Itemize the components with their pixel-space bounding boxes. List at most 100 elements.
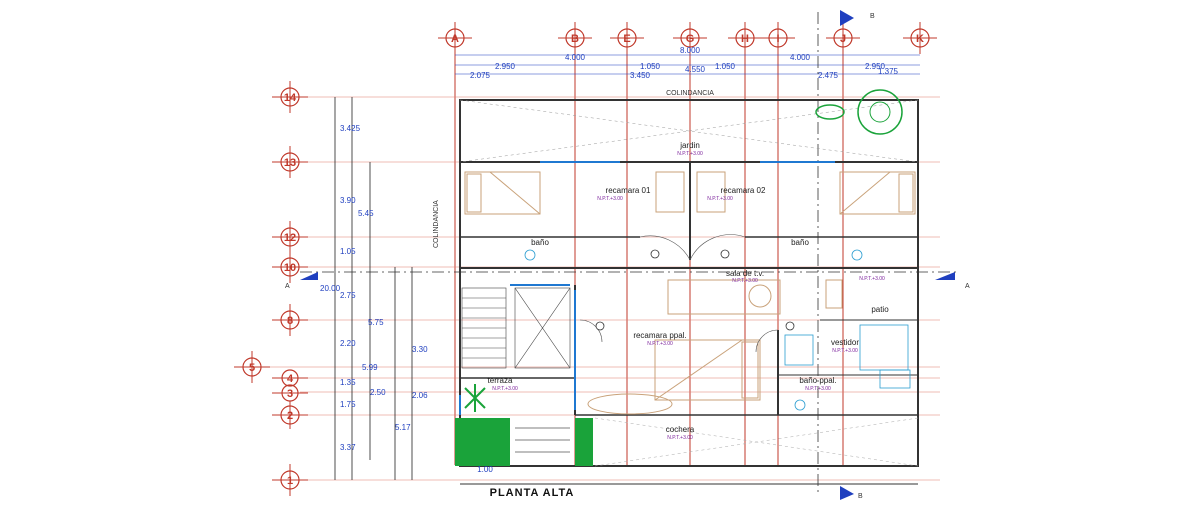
svg-text:5: 5 — [249, 362, 255, 374]
dim-left-outer-5: 2.20 — [340, 339, 356, 348]
area-tag-rec-ppal: N.P.T.+3.00 — [647, 341, 673, 347]
svg-text:K: K — [916, 33, 924, 45]
column-axis-bubbles: A B E G H I J K — [438, 22, 937, 54]
area-tag-jardin: N.P.T.+3.00 — [677, 151, 703, 157]
dim-top-2a: 2.950 — [495, 62, 516, 71]
axis-bubble-10: 10 — [272, 251, 308, 283]
svg-text:13: 13 — [284, 157, 296, 169]
axis-bubble-I: I — [761, 22, 795, 54]
section-a-left-label: A — [285, 283, 290, 290]
svg-text:2: 2 — [287, 410, 293, 422]
svg-text:8: 8 — [287, 315, 293, 327]
dim-left-mid-5: 2.50 — [370, 388, 386, 397]
dim-left-outer-4: 2.75 — [340, 291, 356, 300]
section-mark-b: B B — [817, 10, 875, 500]
dim-left-mid-4: 5.17 — [395, 423, 411, 432]
garden-area-hatch — [459, 99, 919, 163]
dim-top-2d: 2.950 — [865, 62, 886, 71]
axis-bubble-1: 1 — [272, 464, 308, 496]
dim-left-total: 20.00 — [320, 284, 341, 293]
area-tag-cochera: N.P.T.+3.00 — [667, 435, 693, 441]
room-label-bano-left: baño — [531, 238, 549, 247]
room-label-recamara-02: recamara 02 — [721, 186, 766, 195]
svg-text:E: E — [623, 33, 630, 45]
dim-bottom: 1.00 — [477, 465, 493, 474]
room-label-vestidor: vestidor — [831, 338, 859, 347]
dim-left-inner-2: 2.06 — [412, 391, 428, 400]
svg-text:H: H — [741, 33, 749, 45]
tree-symbol — [815, 89, 903, 135]
dim-top-3a: 2.075 — [470, 71, 491, 80]
dim-left-mid-3: 5.99 — [362, 363, 378, 372]
room-label-sala-tv: sala de t.v. — [726, 269, 764, 278]
dim-top-2b: 1.050 — [640, 62, 661, 71]
dim-left-outer-6: 1.35 — [340, 378, 356, 387]
left-dimensions — [334, 97, 413, 480]
section-mark-a: A A — [285, 271, 970, 290]
dim-top-3b: 3.450 — [630, 71, 651, 80]
area-tag-patio: N.P.T.+3.00 — [859, 276, 885, 282]
area-tag-terraza: N.P.T.+3.00 — [492, 386, 518, 392]
area-tag-sala: N.P.T.+3.00 — [732, 278, 758, 284]
axis-bubble-12: 12 — [272, 221, 308, 253]
dim-left-outer-1: 3.425 — [340, 124, 361, 133]
room-label-jardin: jardin — [679, 141, 700, 150]
windows — [459, 161, 835, 415]
level-markers — [595, 249, 795, 331]
svg-text:G: G — [686, 33, 695, 45]
room-label-recamara-ppal: recamara ppal. — [633, 331, 686, 340]
axis-bubble-B: B — [558, 22, 592, 54]
dim-top-3d: 2.475 — [818, 71, 839, 80]
column-gridlines — [454, 48, 844, 465]
section-b-bottom-label: B — [858, 493, 863, 500]
dim-top-3e: 1.375 — [878, 67, 899, 76]
area-tag-rec01: N.P.T.+3.00 — [597, 196, 623, 202]
axis-bubble-3: 3 — [272, 384, 308, 402]
axis-bubble-4: 4 — [272, 369, 308, 387]
section-b-top-label: B — [870, 13, 875, 20]
dim-top-2c: 1.050 — [715, 62, 736, 71]
dim-left-inner-1: 3.30 — [412, 345, 428, 354]
row-gridlines — [270, 96, 940, 481]
svg-text:J: J — [840, 33, 846, 45]
svg-text:B: B — [571, 33, 579, 45]
stairs — [461, 287, 571, 369]
dim-left-outer-8: 3.37 — [340, 443, 356, 452]
section-a-right-label: A — [965, 283, 970, 290]
plant-icon — [464, 384, 486, 412]
row-axis-bubbles: 14 13 12 10 8 5 4 3 2 1 — [234, 81, 308, 496]
axis-bubble-2: 2 — [272, 401, 308, 429]
area-tag-vestidor: N.P.T.+3.00 — [832, 348, 858, 354]
svg-text:14: 14 — [284, 92, 297, 104]
axis-bubble-G: G — [673, 22, 707, 54]
plan-title: PLANTA ALTA — [490, 487, 575, 499]
svg-text:12: 12 — [284, 232, 296, 244]
axis-bubble-H: H — [728, 22, 762, 54]
svg-text:3: 3 — [287, 388, 293, 400]
garden-planters — [455, 384, 593, 466]
door-swings — [579, 234, 779, 353]
room-label-recamara-01: recamara 01 — [606, 186, 651, 195]
axis-bubble-K: K — [903, 22, 937, 54]
svg-text:10: 10 — [284, 262, 296, 274]
dim-top-3c: 4.550 — [685, 65, 706, 74]
room-label-patio: patio — [871, 305, 889, 314]
garage-hatch — [594, 417, 919, 467]
dim-left-outer-2: 3.90 — [340, 196, 356, 205]
dim-left-mid-2: 5.75 — [368, 318, 384, 327]
axis-bubble-13: 13 — [272, 146, 308, 178]
axis-bubble-14: 14 — [272, 81, 308, 113]
room-label-bano-ppal: baño ppal. — [799, 376, 836, 385]
dim-top-1a: 4.000 — [565, 53, 586, 62]
room-labels: jardin N.P.T.+3.00 recamara 01 N.P.T.+3.… — [488, 141, 890, 441]
dim-left-mid-1: 5.45 — [358, 209, 374, 218]
top-dimensions — [455, 54, 920, 75]
axis-bubble-E: E — [610, 22, 644, 54]
svg-text:1: 1 — [287, 475, 293, 487]
furniture — [464, 171, 916, 415]
axis-bubble-5: 5 — [234, 351, 270, 383]
room-label-cochera: cochera — [666, 425, 695, 434]
dim-top-1c: 4.000 — [790, 53, 811, 62]
neighbor-label-side: COLINDANCIA — [433, 200, 440, 248]
axis-bubble-J: J — [826, 22, 860, 54]
